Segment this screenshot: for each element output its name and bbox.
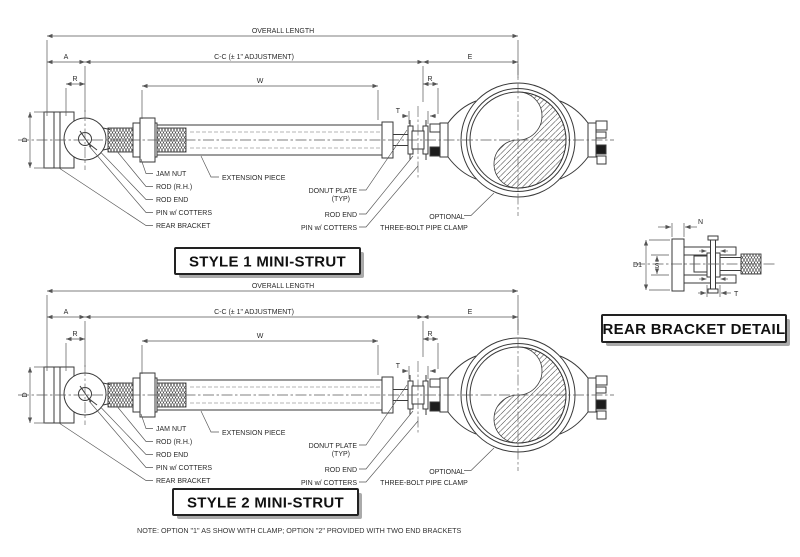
option-note: NOTE: OPTION "1" AS SHOW WITH CLAMP; OPT… [137, 526, 462, 535]
style1-title-box: STYLE 1 MINI-STRUT [174, 247, 364, 278]
rear-bracket-detail-title-box: REAR BRACKET DETAIL [601, 314, 790, 346]
detail-dimensions: N D1 S T [633, 219, 739, 298]
style2-title-box: STYLE 2 MINI-STRUT [172, 488, 362, 519]
rear-bracket-detail: N D1 S T REAR BRACKET DETAIL [601, 219, 790, 346]
detail-dim-t: T [734, 291, 739, 298]
rear-bracket-detail-title: REAR BRACKET DETAIL [603, 321, 786, 338]
style1-title: STYLE 1 MINI-STRUT [189, 254, 346, 271]
detail-dim-n: N [698, 219, 703, 226]
style1-assembly-drawing [18, 28, 614, 232]
detail-dim-d1: D1 [633, 262, 642, 269]
detail-dim-s: S [655, 263, 660, 270]
style2-title: STYLE 2 MINI-STRUT [187, 495, 344, 512]
style2-assembly-drawing [18, 283, 614, 487]
detail-geometry [634, 235, 776, 294]
